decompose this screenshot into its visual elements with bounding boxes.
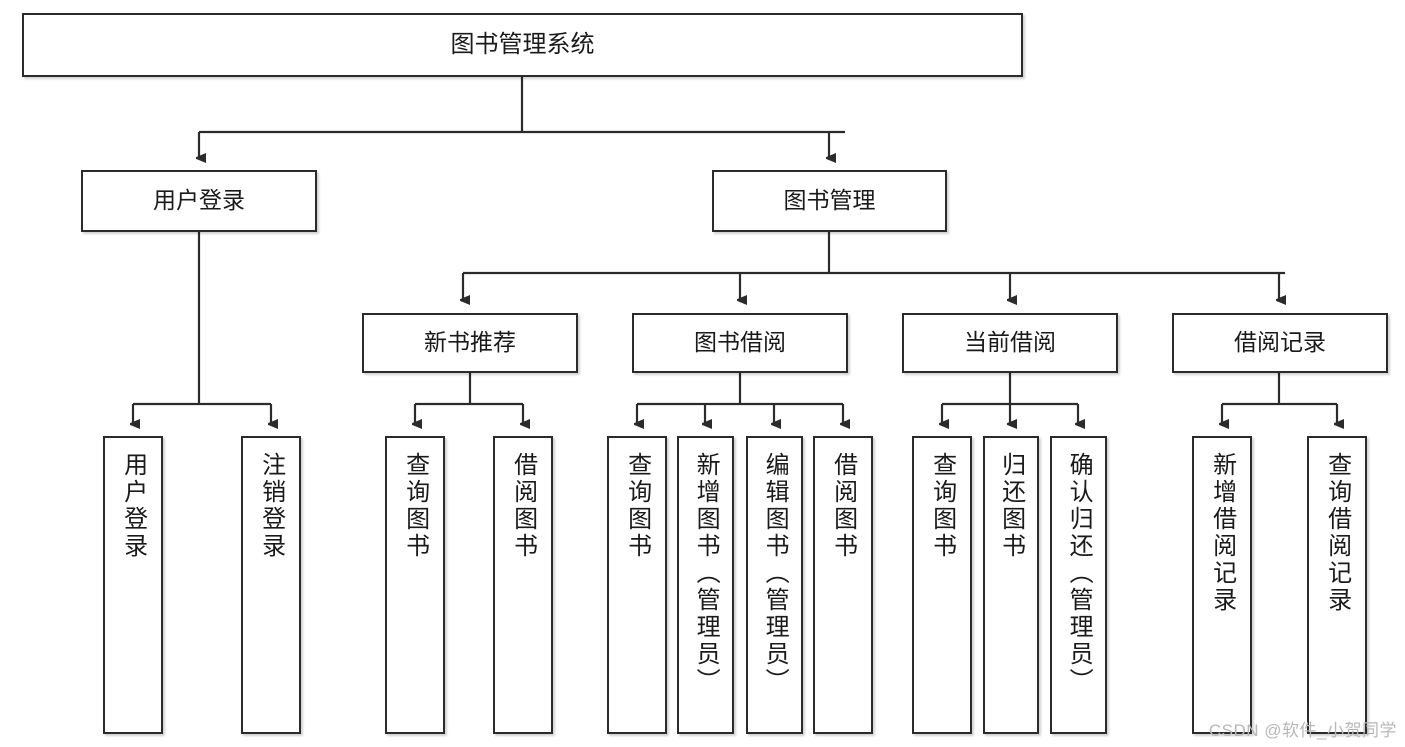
node-root[interactable]: 图书管理系统 (22, 13, 1023, 77)
leaf-borrow-borrow-book-label: 借阅图书 (829, 452, 857, 560)
leaf-user-login[interactable]: 用户登录 (103, 436, 163, 734)
leaf-newbook-query-book-label: 查询图书 (401, 452, 429, 560)
leaf-borrow-query-book[interactable]: 查询图书 (607, 436, 667, 734)
node-book-management-label: 图书管理 (783, 187, 876, 214)
node-user-login-label: 用户登录 (153, 187, 245, 214)
leaf-records-add-record-label: 新增借阅记录 (1208, 452, 1236, 614)
leaf-current-query-book[interactable]: 查询图书 (912, 436, 972, 734)
node-borrow-records-label: 借阅记录 (1234, 329, 1326, 356)
leaf-current-return-book[interactable]: 归还图书 (983, 436, 1039, 734)
leaf-records-query-record[interactable]: 查询借阅记录 (1307, 436, 1367, 734)
leaf-current-confirm-return-admin-label: 确认归还（管理员） (1065, 452, 1093, 695)
leaf-current-confirm-return-admin[interactable]: 确认归还（管理员） (1050, 436, 1107, 734)
leaf-records-add-record[interactable]: 新增借阅记录 (1192, 436, 1252, 734)
node-user-login[interactable]: 用户登录 (81, 170, 317, 232)
leaf-records-query-record-label: 查询借阅记录 (1323, 452, 1351, 614)
leaf-borrow-add-book-admin-label: 新增图书（管理员） (692, 452, 720, 695)
leaf-borrow-edit-book-admin-label: 编辑图书（管理员） (761, 452, 789, 695)
leaf-current-return-book-label: 归还图书 (997, 452, 1025, 560)
leaf-logout-login-label: 注销登录 (257, 452, 285, 560)
leaf-user-login-label: 用户登录 (119, 452, 147, 560)
leaf-newbook-borrow-book-label: 借阅图书 (509, 452, 537, 560)
node-book-borrow-label: 图书借阅 (694, 329, 786, 356)
node-book-management[interactable]: 图书管理 (712, 170, 947, 232)
leaf-logout-login[interactable]: 注销登录 (241, 436, 301, 734)
node-root-label: 图书管理系统 (450, 30, 595, 58)
node-current-borrow[interactable]: 当前借阅 (902, 313, 1118, 373)
csdn-watermark: CSDN @软件_小贺同学 (1208, 721, 1397, 740)
leaf-newbook-query-book[interactable]: 查询图书 (385, 436, 445, 734)
leaf-newbook-borrow-book[interactable]: 借阅图书 (493, 436, 553, 734)
leaf-borrow-add-book-admin[interactable]: 新增图书（管理员） (677, 436, 734, 734)
leaf-borrow-borrow-book[interactable]: 借阅图书 (813, 436, 873, 734)
leaf-current-query-book-label: 查询图书 (928, 452, 956, 560)
node-current-borrow-label: 当前借阅 (964, 329, 1056, 356)
leaf-borrow-query-book-label: 查询图书 (623, 452, 651, 560)
node-borrow-records[interactable]: 借阅记录 (1172, 313, 1388, 373)
node-new-book-recommend-label: 新书推荐 (424, 329, 516, 356)
node-new-book-recommend[interactable]: 新书推荐 (362, 313, 578, 373)
node-book-borrow[interactable]: 图书借阅 (632, 313, 848, 373)
leaf-borrow-edit-book-admin[interactable]: 编辑图书（管理员） (746, 436, 803, 734)
